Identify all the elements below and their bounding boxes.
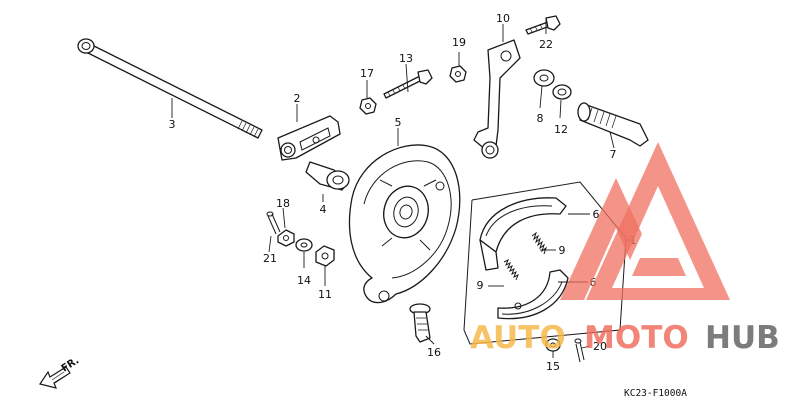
callout-3: 3 bbox=[169, 118, 176, 131]
callout-16: 16 bbox=[427, 346, 441, 359]
callout-11: 11 bbox=[318, 288, 332, 301]
callout-7: 7 bbox=[610, 148, 617, 161]
callout-14: 14 bbox=[297, 274, 311, 287]
seal-12 bbox=[552, 84, 572, 100]
watermark-auto: AUTO bbox=[470, 320, 566, 356]
callout-18: 18 bbox=[276, 197, 290, 210]
bolt-22 bbox=[525, 15, 561, 35]
callout-8: 8 bbox=[537, 112, 544, 125]
callout-13: 13 bbox=[399, 52, 413, 65]
anchor-pin bbox=[409, 303, 431, 343]
bolt-13 bbox=[383, 69, 433, 99]
brake-panel bbox=[348, 144, 461, 304]
brake-cam bbox=[577, 102, 649, 147]
collar bbox=[305, 161, 350, 191]
spring-upper bbox=[531, 231, 547, 255]
callout-9a: 9 bbox=[559, 244, 566, 257]
cotter-pin-21 bbox=[266, 211, 281, 235]
brake-arm bbox=[473, 39, 521, 159]
callout-15: 15 bbox=[546, 360, 560, 373]
callout-20: 20 bbox=[593, 340, 607, 353]
watermark-logo bbox=[560, 142, 730, 300]
callout-5: 5 bbox=[395, 116, 402, 129]
front-direction-label: FR. bbox=[60, 355, 82, 374]
shoe-group-bracket bbox=[463, 181, 627, 345]
callout-2: 2 bbox=[294, 92, 301, 105]
callout-19: 19 bbox=[452, 36, 466, 49]
cotter-pin-20 bbox=[574, 338, 585, 363]
diagram-code: KC23-F1000A bbox=[624, 388, 687, 399]
washer-14 bbox=[295, 238, 313, 252]
callout-6a: 6 bbox=[593, 208, 600, 221]
callout-4: 4 bbox=[320, 203, 327, 216]
brake-shoe-lower bbox=[497, 269, 569, 320]
nut-19 bbox=[449, 65, 467, 83]
callouts: 1 2 3 4 5 6 6 7 8 9 9 10 11 12 13 14 15 … bbox=[169, 12, 637, 373]
watermark-hub: HUB bbox=[705, 320, 780, 356]
spring-lower bbox=[503, 258, 519, 281]
washer-15 bbox=[545, 338, 561, 352]
callout-6b: 6 bbox=[590, 276, 597, 289]
nut-17 bbox=[359, 97, 377, 115]
brake-shoe-upper bbox=[479, 197, 567, 271]
callout-10: 10 bbox=[496, 12, 510, 25]
washer-8 bbox=[533, 69, 555, 87]
front-direction-arrow: FR. bbox=[39, 355, 82, 389]
nut-18 bbox=[277, 229, 295, 247]
callout-9b: 9 bbox=[477, 279, 484, 292]
watermark-text: AUTO MOTO HUB bbox=[470, 320, 780, 356]
callout-22: 22 bbox=[539, 38, 553, 51]
callout-17: 17 bbox=[360, 67, 374, 80]
callout-21: 21 bbox=[263, 252, 277, 265]
watermark-moto: MOTO bbox=[584, 320, 689, 356]
axle bbox=[77, 38, 263, 139]
callout-12: 12 bbox=[554, 123, 568, 136]
nut-11 bbox=[315, 245, 335, 267]
stopper-arm bbox=[277, 115, 341, 161]
